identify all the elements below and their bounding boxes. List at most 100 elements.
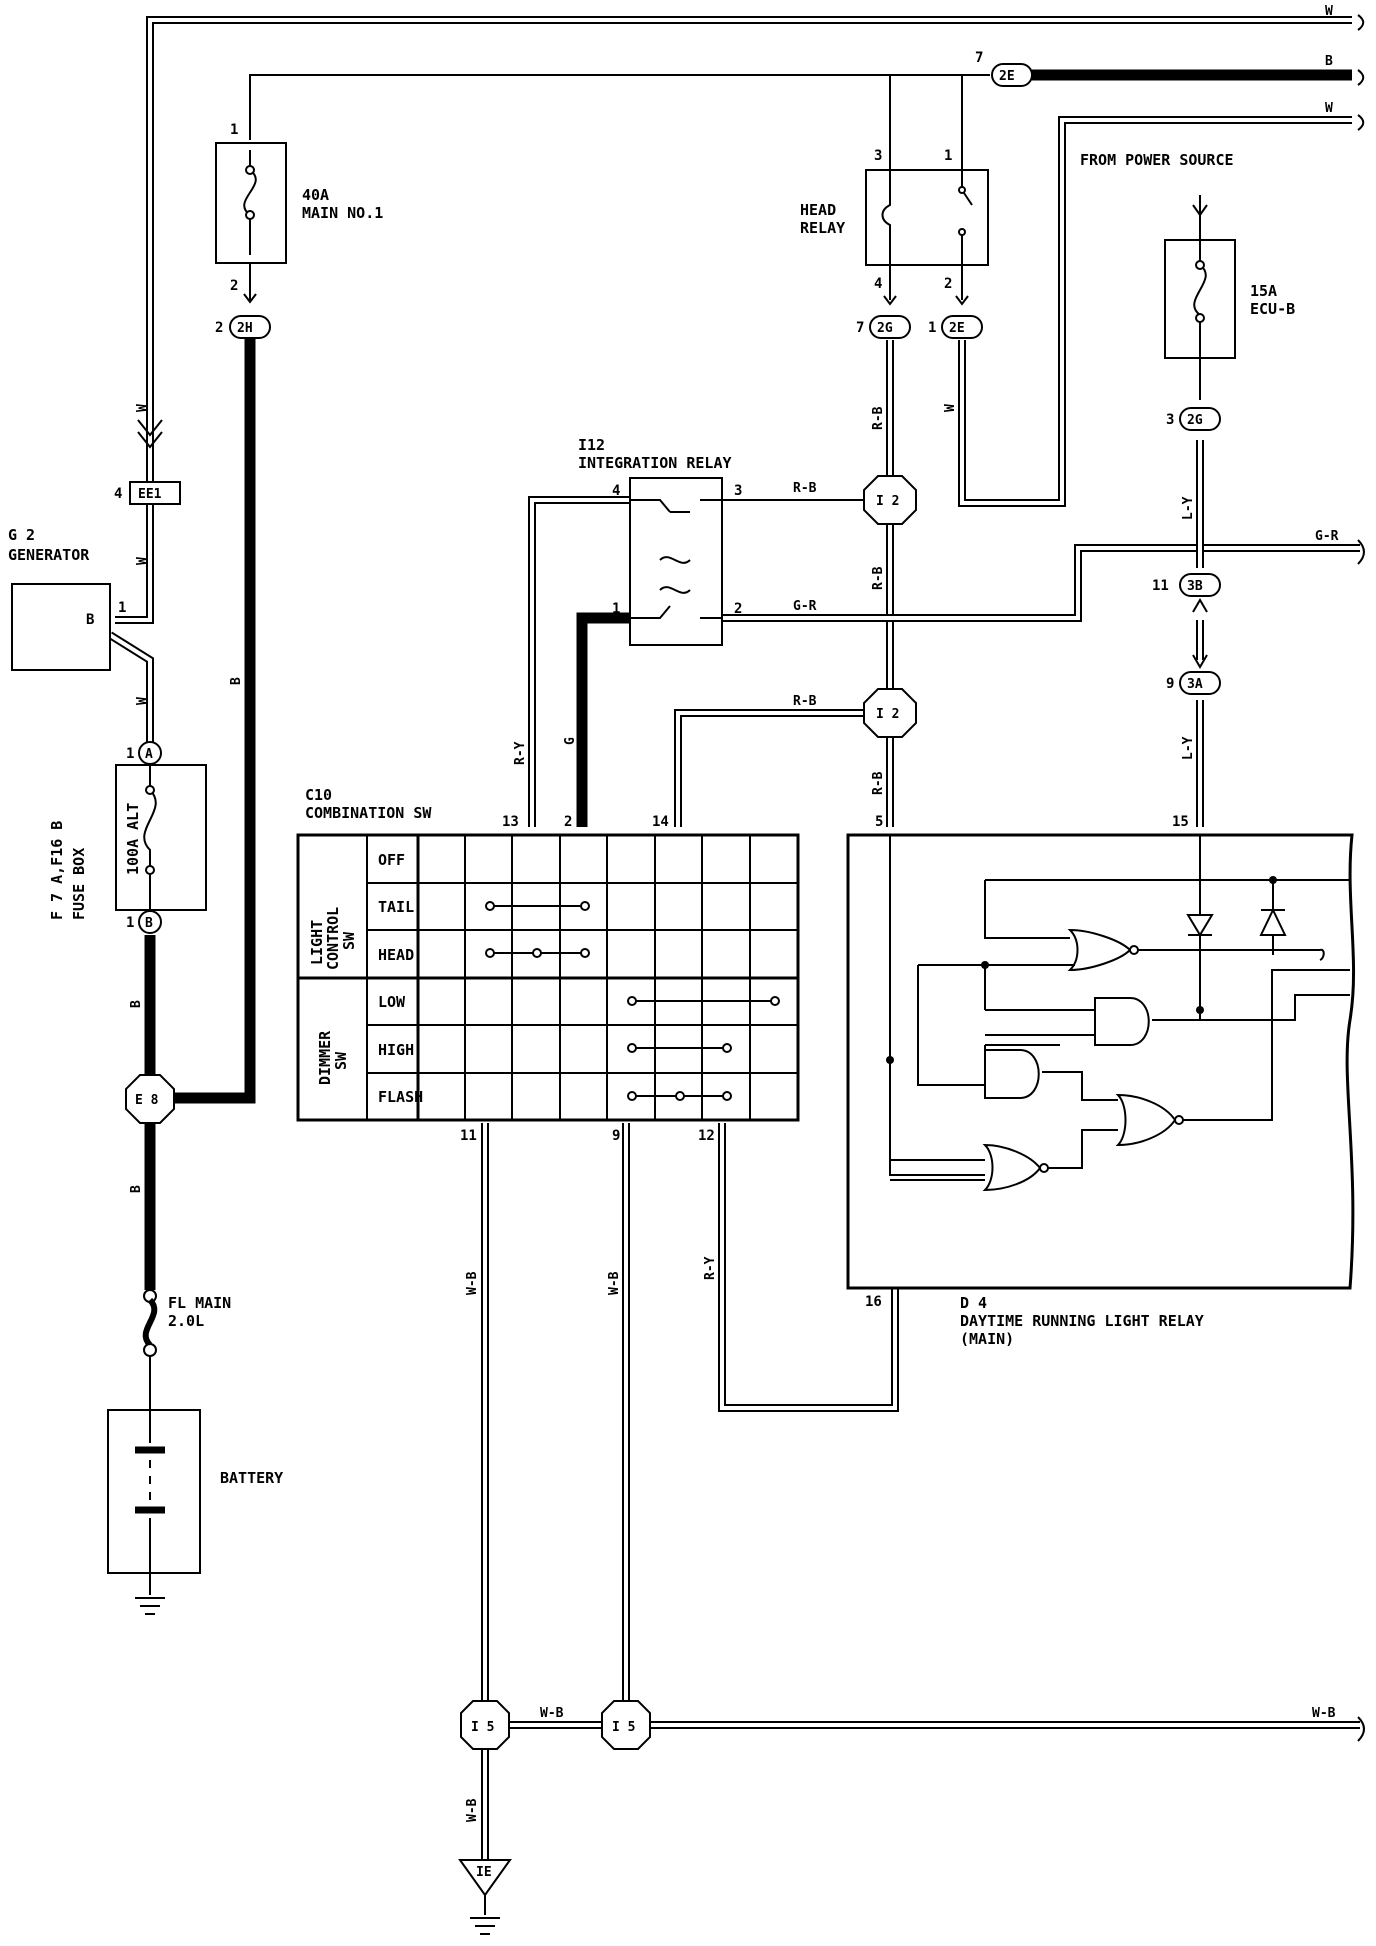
wc-ry-c12: R-Y — [703, 1256, 718, 1280]
pin-c12: 12 — [698, 1128, 715, 1144]
pin-hr2: 2 — [944, 276, 952, 292]
wc-w-gen: W — [135, 557, 150, 565]
double-arrow-icon — [137, 419, 163, 449]
conn-e8-label: E 8 — [135, 1093, 159, 1108]
light-group-3: SW — [340, 931, 358, 950]
head-relay-label-2: RELAY — [800, 219, 845, 237]
generator-terminal: B — [86, 612, 94, 628]
wire-color-labels: W B W W W W B B B R-B W L-Y G-R R-B R-B … — [129, 4, 1339, 1822]
pin-d16: 16 — [865, 1294, 882, 1310]
wc-wb-c9: W-B — [607, 1271, 622, 1295]
conn-i5-b-label: I 5 — [612, 1720, 635, 1735]
pin-d5: 5 — [875, 814, 883, 830]
wc-w-top2: W — [1325, 101, 1333, 116]
fuse-ecu-b: FROM POWER SOURCE 15A ECU-B — [1080, 151, 1295, 359]
ir-id: I12 — [578, 436, 605, 454]
conn-2e-a-label: 2E — [999, 69, 1015, 84]
wc-rb-ir3: R-B — [793, 481, 817, 496]
fuse-main-label-1: 40A — [302, 186, 329, 204]
wc-ry-c13: R-Y — [513, 741, 528, 765]
wire-b-main — [172, 335, 256, 1104]
drl-name-2: (MAIN) — [960, 1330, 1014, 1348]
drl-relay: 5 15 16 D 4 DAYTIME RUNNING LIGHT RELAY … — [846, 814, 1356, 1348]
power-arrow-icon — [1192, 204, 1208, 217]
nor-gate-icon — [1115, 1093, 1177, 1147]
generator: B G 2 GENERATOR 1 — [8, 526, 126, 671]
dimmer-group-1: DIMMER — [316, 1030, 334, 1085]
generator-id: G 2 — [8, 526, 35, 544]
wire-g-thick — [576, 612, 630, 827]
combo-sw-name: COMBINATION SW — [305, 804, 432, 822]
drl-name-1: DAYTIME RUNNING LIGHT RELAY — [960, 1312, 1204, 1330]
fuse-box-name: FUSE BOX — [70, 848, 88, 920]
pin-c2: 2 — [564, 814, 572, 830]
wire-relay-feed — [889, 75, 963, 170]
wire-relay-out — [889, 265, 963, 300]
integration-relay-icon — [630, 499, 722, 619]
wire-rb-c14-outer — [674, 709, 865, 827]
pin-fb-b: 1 — [126, 915, 134, 931]
pin-d15: 15 — [1172, 814, 1189, 830]
conn-3a-label: 3A — [1187, 677, 1203, 692]
wc-rb-i2b: R-B — [793, 694, 817, 709]
wc-ly-ecu: L-Y — [1181, 496, 1196, 520]
wc-b-main: B — [229, 677, 244, 685]
wire-break-icon — [1357, 14, 1365, 1742]
wire-gr-inner — [722, 546, 1360, 620]
pin-c13: 13 — [502, 814, 519, 830]
connector-i5-ie: I 5 I 5 IE — [458, 1700, 651, 1935]
generator-name: GENERATOR — [8, 546, 90, 564]
combo-sw-id: C10 — [305, 786, 332, 804]
connector-ee1: EE1 4 — [114, 419, 181, 505]
row-off: OFF — [378, 851, 405, 869]
wire-ry-inner — [530, 498, 630, 827]
pin-3b: 11 — [1152, 578, 1169, 594]
wc-b-fl: B — [129, 1185, 144, 1193]
wc-wb-right: W-B — [1312, 1706, 1336, 1721]
conn-2g-a-label: 2G — [877, 321, 893, 336]
wc-w-gen2: W — [135, 697, 150, 705]
conn-3b-label: 3B — [1187, 579, 1203, 594]
ir-name: INTEGRATION RELAY — [578, 454, 732, 472]
fuse-main-label-2: MAIN NO.1 — [302, 204, 383, 222]
wc-rb-mid2: R-B — [871, 771, 886, 795]
conn-i2-a-label: I 2 — [876, 494, 899, 509]
drl-id: D 4 — [960, 1294, 987, 1312]
row-flash: FLASH — [378, 1088, 423, 1106]
wire-b-top-thin — [249, 74, 990, 140]
conn-2e-b-label: 2E — [949, 321, 965, 336]
wc-gr-right: G-R — [1315, 529, 1339, 544]
wc-ly-3a: L-Y — [1181, 736, 1196, 760]
conn-a-label: A — [145, 747, 153, 762]
wc-rb-relay: R-B — [871, 406, 886, 430]
pin-top-2e: 7 — [975, 50, 983, 66]
ground-icon — [135, 1597, 165, 1615]
integration-relay: I12 INTEGRATION RELAY 4 3 1 2 — [578, 436, 742, 646]
row-tail: TAIL — [378, 898, 414, 916]
pin-fuse-out: 2 — [230, 278, 238, 294]
or-gate-icon — [890, 1143, 1042, 1192]
wc-wb-c11: W-B — [465, 1271, 480, 1295]
ecu-fuse-label-1: 15A — [1250, 282, 1277, 300]
arrow-down-icon — [243, 263, 257, 304]
pin-ir2: 2 — [734, 601, 742, 617]
fusible-link-icon — [142, 1297, 158, 1348]
battery: BATTERY — [107, 1409, 283, 1615]
conn-2h-label: 2H — [237, 321, 253, 336]
switch-contacts — [485, 901, 780, 1101]
row-low: LOW — [378, 993, 406, 1011]
fuse-box: 100A ALT A B 1 1 F 7 A,F16 B FUSE BOX — [48, 741, 207, 934]
conn-b-label: B — [145, 916, 153, 931]
conn-i2-b-label: I 2 — [876, 707, 899, 722]
pin-2h: 2 — [215, 320, 223, 336]
fuse-alt-label: 100A ALT — [124, 803, 142, 875]
row-high: HIGH — [378, 1041, 414, 1059]
light-group-1: LIGHT — [308, 920, 326, 965]
relay-arrow-icon — [883, 295, 969, 306]
pin-hr3: 3 — [874, 148, 882, 164]
conn-ie-label: IE — [476, 1865, 492, 1880]
wc-gr-ir2: G-R — [793, 599, 817, 614]
pin-c9: 9 — [612, 1128, 620, 1144]
diode-icon — [1186, 914, 1214, 937]
fusible-link: FL MAIN 2.0L — [142, 1289, 231, 1357]
